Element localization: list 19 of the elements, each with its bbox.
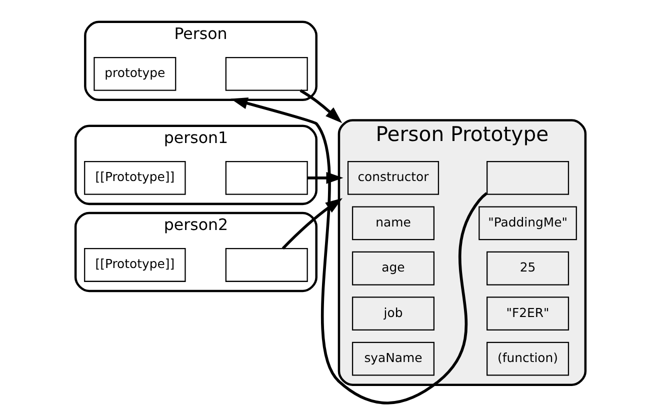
arrow — [230, 98, 488, 404]
node-box: syaName — [351, 342, 434, 376]
node-box — [224, 160, 308, 195]
node-box: prototype — [93, 56, 176, 91]
node-box: name — [351, 206, 434, 240]
node-box: [[Prototype]] — [84, 160, 186, 195]
arrow — [281, 198, 342, 250]
node-box: constructor — [346, 160, 439, 195]
node-box — [486, 160, 569, 195]
node-box: job — [351, 296, 434, 331]
arrow — [299, 89, 342, 124]
node-box: "F2ER" — [486, 296, 569, 331]
node-box: (function) — [486, 342, 569, 376]
node-box: 25 — [486, 251, 569, 286]
node-box: [[Prototype]] — [84, 248, 186, 282]
node-box — [224, 248, 308, 282]
node-box — [224, 56, 308, 91]
node-box: age — [351, 251, 434, 286]
node-box: "PaddingMe" — [478, 206, 576, 240]
